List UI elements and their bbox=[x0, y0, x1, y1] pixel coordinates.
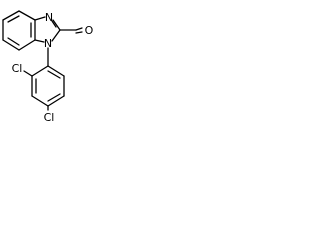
benzimidazole-benzene-ring bbox=[2, 10, 36, 51]
atom-label-oxygen: O bbox=[85, 24, 94, 37]
bond bbox=[47, 95, 65, 107]
bond bbox=[51, 20, 57, 28]
imidazole-ring bbox=[34, 16, 61, 43]
atom-label-chlorine: Cl bbox=[12, 62, 23, 75]
bond bbox=[31, 65, 49, 77]
bond bbox=[34, 39, 45, 43]
double-bond-inner bbox=[75, 31, 83, 34]
double-bond-inner bbox=[7, 15, 20, 23]
bond bbox=[52, 19, 61, 31]
dichlorophenyl-ring bbox=[31, 65, 65, 107]
chemical-structure-diagram: N N O Cl Cl bbox=[2, 10, 94, 124]
bond bbox=[18, 39, 36, 51]
bond bbox=[51, 29, 61, 42]
bond bbox=[75, 27, 83, 31]
double-bond-inner bbox=[47, 70, 61, 79]
atom-label-nitrogen: N bbox=[45, 11, 53, 24]
atom-label-nitrogen: N bbox=[44, 37, 52, 50]
bond bbox=[34, 16, 46, 21]
double-bond-inner bbox=[7, 37, 20, 46]
aldehyde-group bbox=[59, 27, 83, 34]
bond bbox=[47, 65, 65, 77]
bond bbox=[2, 39, 20, 51]
bond bbox=[31, 95, 49, 107]
bond bbox=[18, 10, 36, 21]
bond bbox=[2, 10, 20, 21]
double-bond-inner bbox=[47, 93, 61, 102]
chloro-bond bbox=[23, 70, 33, 77]
atom-label-chlorine: Cl bbox=[44, 111, 55, 124]
